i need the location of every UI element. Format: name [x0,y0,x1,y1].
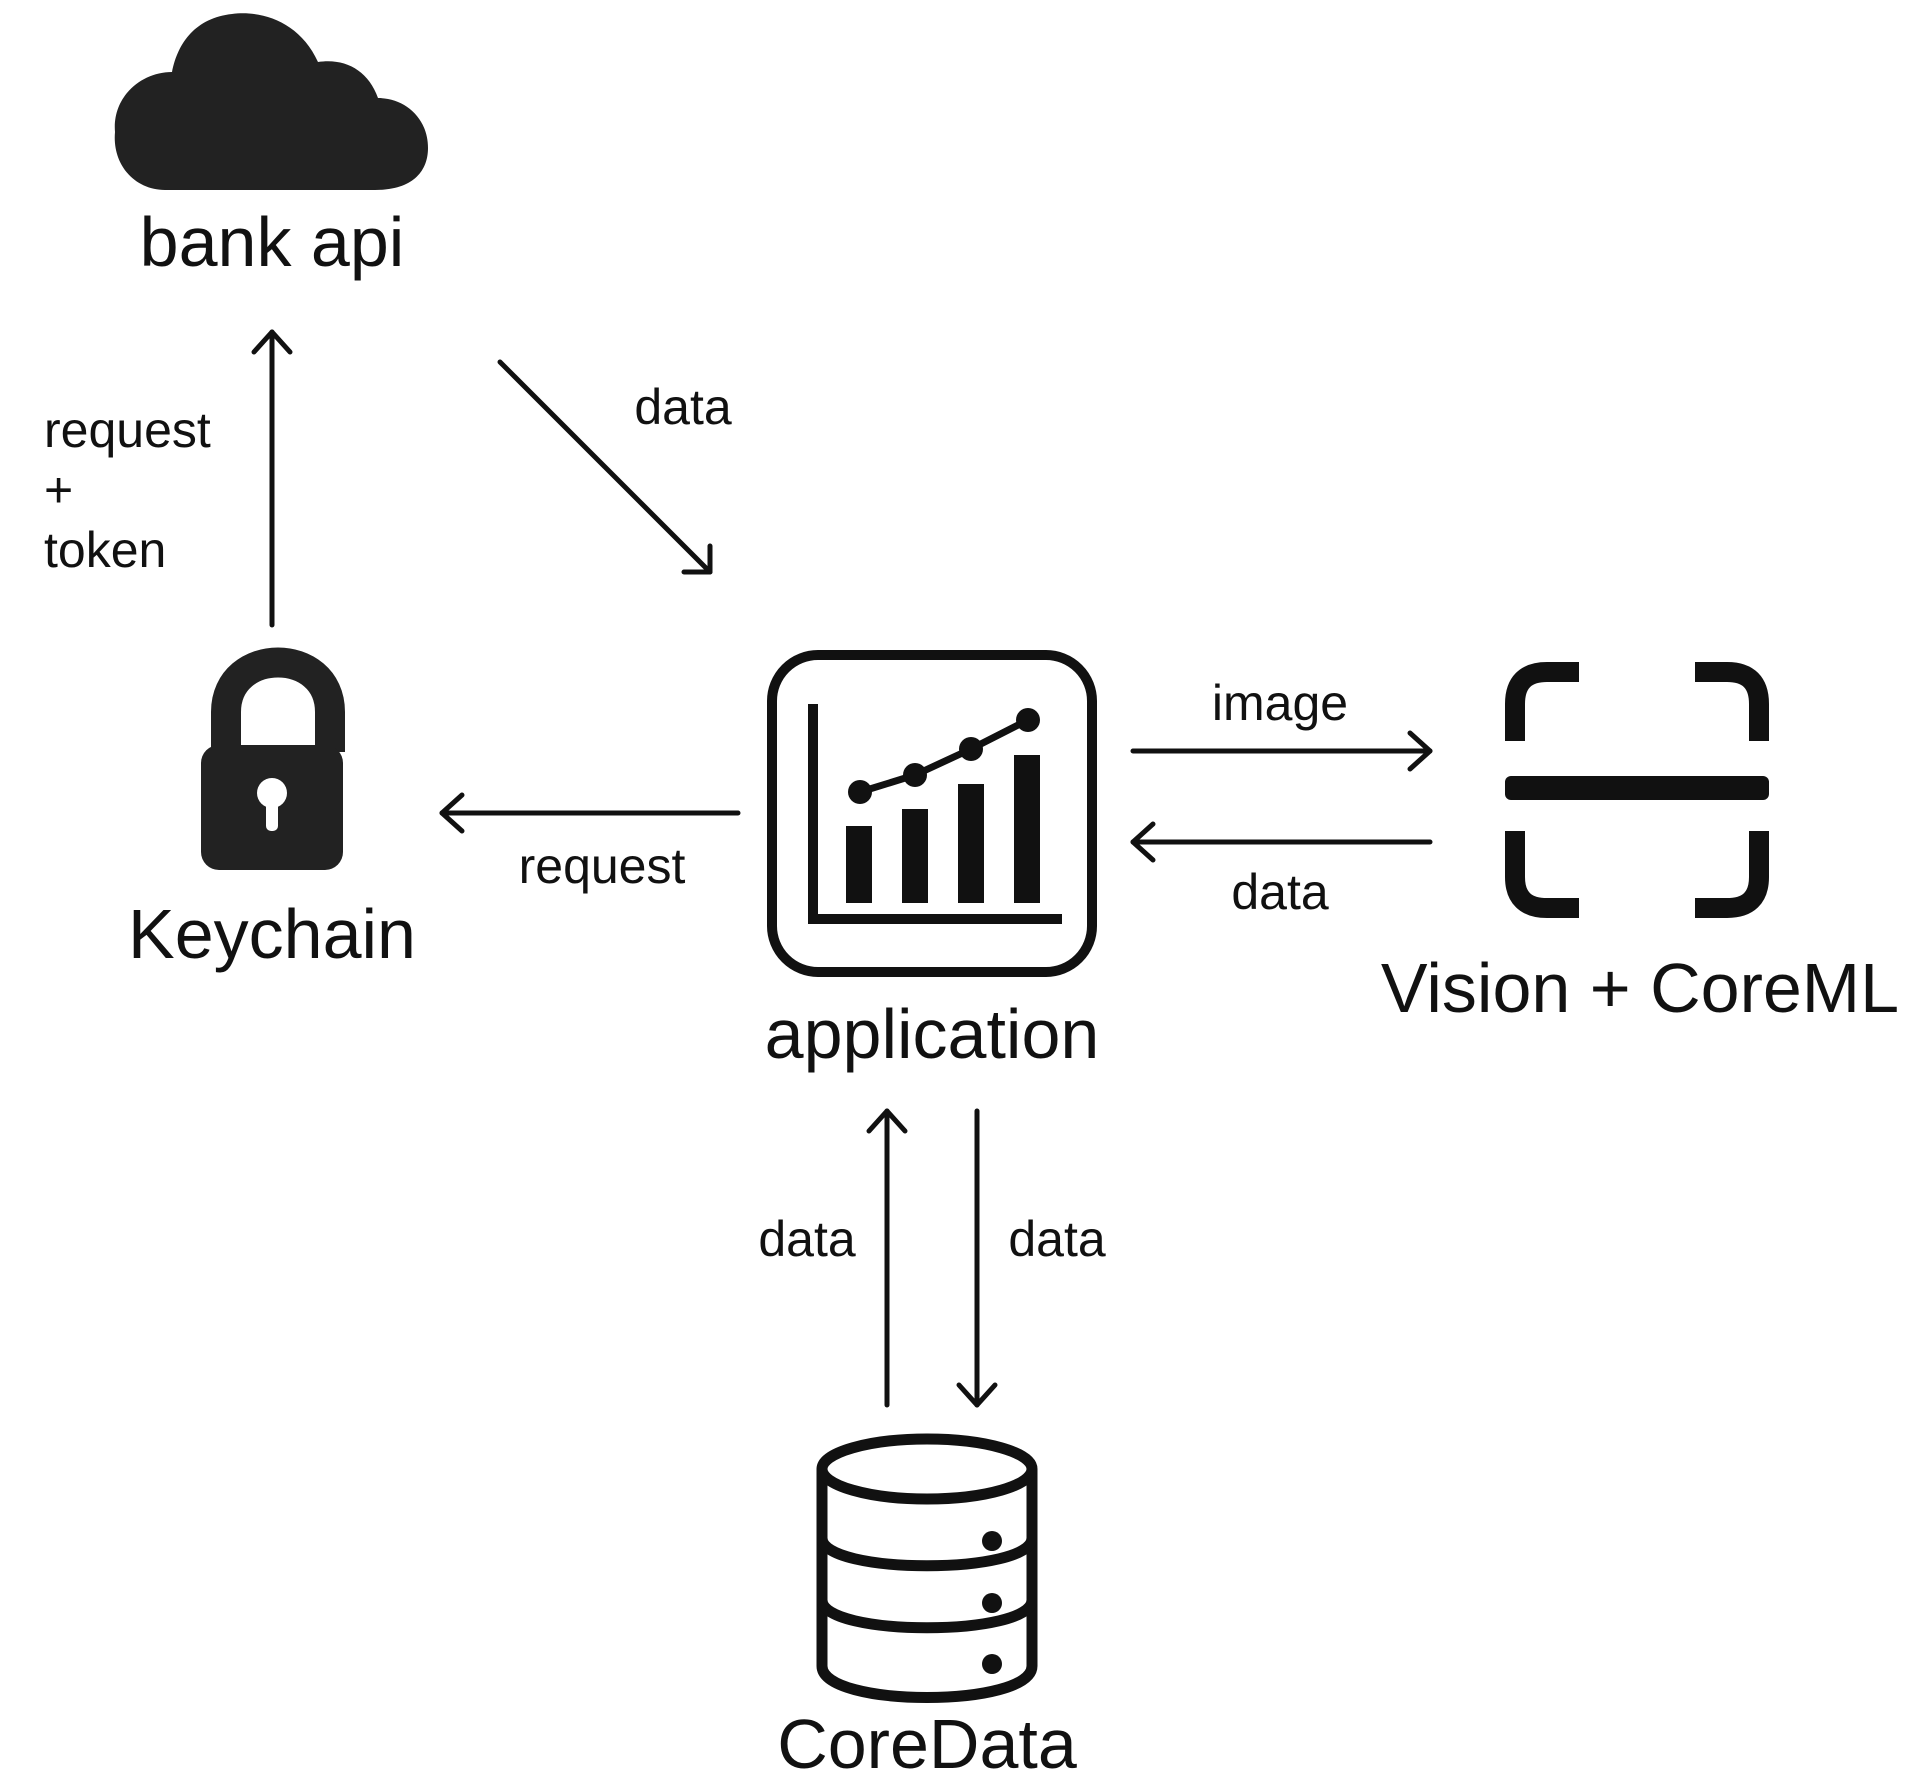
edge-label-coredata-down: data [1008,1211,1106,1267]
edge-label-line-plus: + [44,462,73,518]
node-vision-coreml: Vision + CoreML [1381,662,1899,1027]
lock-icon [201,647,345,870]
bank-api-label: bank api [140,203,405,281]
application-label: application [765,995,1100,1073]
database-icon [816,1433,1038,1703]
edge-label-vision-data: data [1231,864,1329,920]
node-bank-api: bank api [114,13,428,281]
bar-3 [958,784,984,903]
scan-icon [1505,662,1769,918]
edge-label-image: image [1212,675,1348,731]
node-application: application [765,650,1100,1073]
edge-keychain-to-bank-api: request + token [44,329,293,628]
edge-application-to-keychain: request [439,792,741,894]
edge-label-line-token: token [44,522,166,578]
edge-label-line-request: request [44,402,211,458]
edge-vision-to-application: data [1130,821,1433,920]
coredata-label: CoreData [777,1705,1077,1771]
bar-1 [846,826,872,903]
keychain-label: Keychain [128,895,416,973]
edge-label-request-token: request + token [44,402,225,578]
edge-label-request: request [519,838,686,894]
bar-chart-icon [767,650,1097,977]
edge-coredata-to-application: data [758,1108,908,1408]
vision-coreml-label: Vision + CoreML [1381,949,1899,1027]
node-coredata: CoreData [777,1433,1077,1771]
node-keychain: Keychain [128,647,416,973]
edge-application-to-coredata: data [956,1108,1106,1408]
edge-bank-api-to-application: data [497,359,732,575]
edge-application-to-vision: image [1130,675,1433,772]
edge-label-bank-data: data [634,379,732,435]
cloud-icon [114,13,428,190]
bar-4 [1014,755,1040,903]
edge-label-coredata-up: data [758,1211,856,1267]
bar-2 [902,809,928,903]
